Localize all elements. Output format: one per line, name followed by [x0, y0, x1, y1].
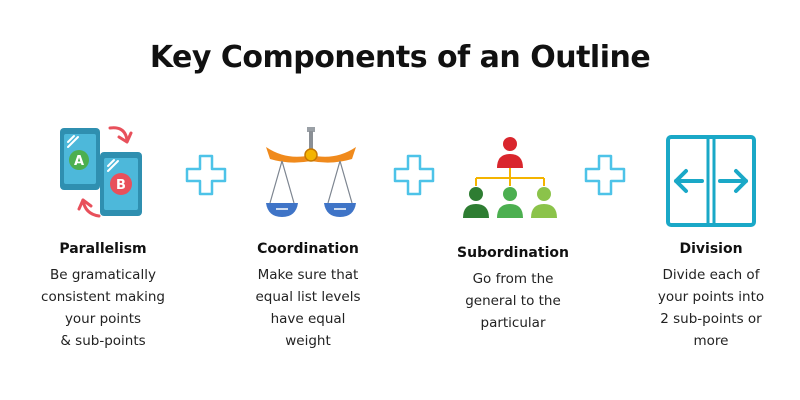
- parallelism-heading: Parallelism: [59, 241, 147, 257]
- page-title: Key Components of an Outline: [149, 40, 651, 75]
- plus-icon: [582, 152, 628, 202]
- division-heading: Division: [679, 241, 743, 257]
- hierarchy-icon: [460, 132, 560, 236]
- subordination-heading: Subordination: [457, 245, 569, 261]
- plus-icon: [391, 152, 437, 202]
- badge-b-label: B: [116, 178, 126, 193]
- badge-a-label: A: [74, 154, 84, 169]
- split-arrows-icon: [662, 133, 762, 237]
- phones-swap-icon: A B: [55, 120, 155, 229]
- division-body: Divide each of your points into 2 sub-po…: [657, 267, 765, 349]
- coordination-heading: Coordination: [257, 241, 359, 257]
- coordination-body: Make sure that equal list levels have eq…: [255, 267, 361, 349]
- parallelism-body: Be gramatically consistent making your p…: [41, 267, 165, 349]
- plus-icon: [183, 152, 229, 202]
- subordination-body: Go from the general to the particular: [465, 271, 561, 331]
- balance-scale-icon: [262, 125, 362, 229]
